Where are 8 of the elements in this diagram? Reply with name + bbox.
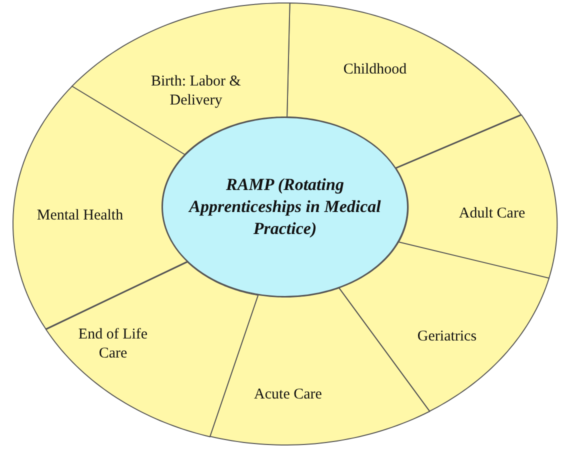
center-title: RAMP (Rotating Apprenticeships in Medical Practice) [187,174,382,240]
segment-label: Mental Health [36,206,124,226]
segment-label: Geriatrics [417,327,477,346]
segment-label: End of Life Care [77,325,149,364]
segment-label: Childhood [343,60,407,80]
segment-label: Adult Care [458,204,526,224]
segment-label: Acute Care [254,385,322,404]
segment-label: Birth: Labor & Delivery [150,72,242,111]
